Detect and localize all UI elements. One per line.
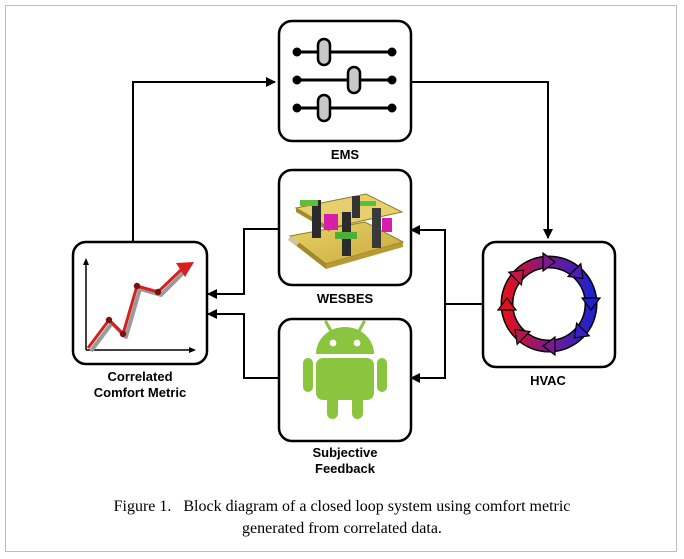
arrow-feedback-to-metric — [207, 309, 279, 379]
arrow-metric-to-ems — [132, 77, 276, 242]
feedback-label-line2: Feedback — [315, 461, 376, 476]
ems-block: EMS — [277, 19, 413, 162]
feedback-block — [277, 317, 413, 443]
ems-label: EMS — [331, 147, 360, 162]
metric-label-line2: Comfort Metric — [94, 385, 186, 400]
android-robot-icon — [303, 320, 387, 419]
arrow-hvac-to-feedback — [410, 304, 446, 383]
metric-label-line1: Correlated — [107, 369, 172, 384]
feedback-label-line1: Subjective — [312, 445, 377, 460]
hvac-label: HVAC — [530, 373, 566, 388]
wesbes-block: WESBES — [277, 168, 413, 306]
wesbes-label: WESBES — [317, 291, 374, 306]
figure-caption: Figure 1. Block diagram of a closed loop… — [20, 496, 664, 540]
building-model-icon — [288, 193, 405, 269]
caption-line-2: generated from correlated data. — [242, 520, 442, 537]
metric-block — [71, 240, 209, 366]
caption-line-1: Figure 1. Block diagram of a closed loop… — [113, 498, 571, 515]
hvac-block — [481, 240, 617, 369]
trend-chart-icon — [83, 258, 196, 353]
cycle-arrows-icon — [496, 251, 602, 357]
arrow-ems-to-hvac — [411, 81, 553, 239]
slider-controls-icon — [292, 37, 397, 123]
arrow-wesbes-to-metric — [207, 228, 279, 299]
arrow-hvac-to-wesbes — [410, 225, 483, 305]
connectors — [132, 77, 553, 383]
